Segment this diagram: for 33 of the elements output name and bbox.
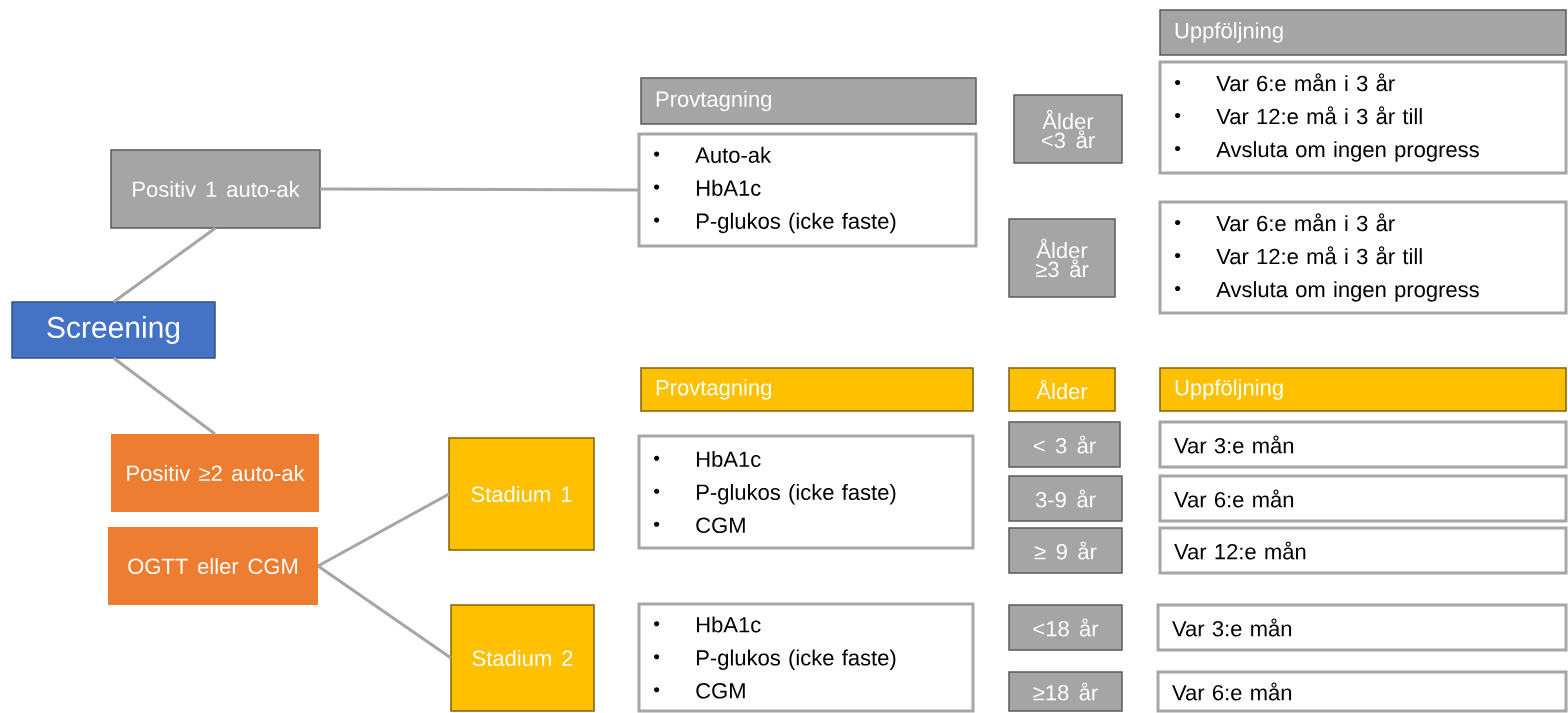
age-box: Ålder ≥3 år: [1008, 218, 1116, 298]
age-box: < 3 år: [1008, 421, 1121, 468]
follow-up-box: Var 6:e mån: [1158, 474, 1568, 523]
stage-box: Stadium 1: [448, 437, 595, 551]
screening-box: Screening: [11, 301, 216, 359]
stage-box: Stadium 2: [450, 604, 595, 712]
connector-line: [317, 492, 450, 568]
result-box: Positiv 1 auto-ak: [110, 149, 321, 229]
result-box: Positiv ≥2 auto-ak: [111, 434, 319, 512]
bullet-list-box: HbA1c P-glukos (icke faste) CGM: [637, 602, 975, 713]
age-box: <18 år: [1008, 604, 1123, 651]
header-bar: Ålder: [1008, 367, 1116, 412]
bullet-list-box: Var 6:e mån i 3 år Var 12:e må i 3 år till Avsluta om ingen progress: [1158, 200, 1568, 315]
connector-line: [317, 564, 452, 660]
connector-line: [112, 226, 217, 304]
age-box: ≥ 9 år: [1008, 527, 1123, 574]
bullet-list-box: Var 6:e mån i 3 år Var 12:e må i 3 år till Avsluta om ingen progress: [1158, 60, 1568, 175]
header-bar: Uppföljning: [1159, 9, 1567, 56]
follow-up-box: Var 6:e mån: [1156, 670, 1568, 713]
age-box: ≥18 år: [1008, 671, 1123, 712]
header-bar: Provtagning: [640, 77, 977, 125]
follow-up-box: Var 12:e mån: [1158, 526, 1568, 575]
connector-line: [112, 356, 216, 436]
age-box: Ålder <3 år: [1013, 94, 1123, 164]
age-box: 3-9 år: [1008, 475, 1123, 522]
result-box: OGTT eller CGM: [108, 527, 318, 605]
header-bar: Uppföljning: [1159, 367, 1567, 412]
bullet-list-box: HbA1c P-glukos (icke faste) CGM: [637, 434, 975, 550]
connector-line: [320, 187, 639, 192]
header-bar: Provtagning: [640, 367, 974, 412]
follow-up-box: Var 3:e mån: [1158, 420, 1568, 469]
bullet-list-box: Auto-ak HbA1c P-glukos (icke faste): [637, 132, 978, 248]
follow-up-box: Var 3:e mån: [1156, 603, 1568, 652]
